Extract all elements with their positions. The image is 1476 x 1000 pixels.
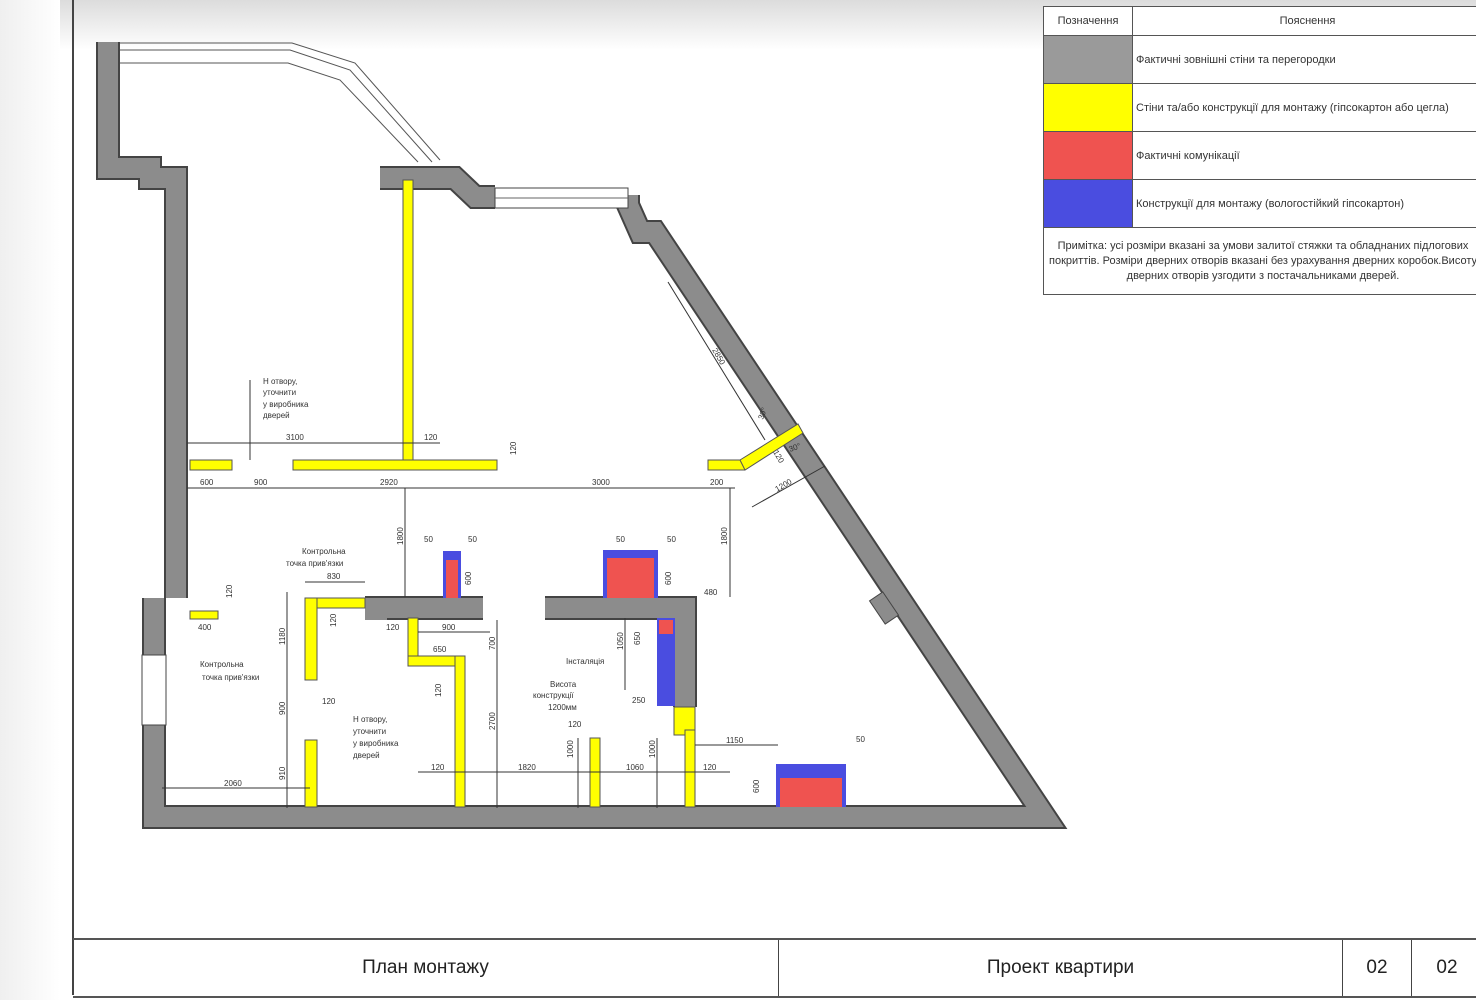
dim-label: 910 (278, 766, 287, 780)
door-note-line: у виробника (263, 400, 309, 409)
dim-label: 700 (488, 636, 497, 650)
dim-label: 600 (752, 779, 761, 793)
dim-label: 120 (225, 584, 234, 598)
sheet-total: 02 (1436, 957, 1458, 978)
legend-note: Примітка: усі розміри вказані за умови з… (1043, 227, 1476, 295)
sheet-name: План монтажу (73, 940, 779, 996)
left-shade (0, 0, 60, 1000)
dim-label: 50 (856, 735, 865, 744)
dim-label: 120 (703, 763, 717, 772)
door-note-line: дверей (263, 411, 290, 420)
dim-label: 600 (464, 571, 473, 585)
dim-label: 120 (322, 697, 336, 706)
dim-label: 1000 (566, 740, 575, 758)
legend-swatch-gray (1043, 35, 1133, 84)
dim-label: 50 (468, 535, 477, 544)
dim-label: 30° (788, 441, 802, 454)
door-note-line: у виробника (353, 739, 399, 748)
dim-label: 50 (424, 535, 433, 544)
dim-label: 1000 (648, 740, 657, 758)
project-name: Проект квартири (779, 940, 1343, 996)
legend-header-symbol: Позначення (1043, 6, 1133, 36)
existing-walls (96, 42, 1068, 829)
dim-label: 650 (633, 631, 642, 645)
window-left (141, 654, 167, 726)
legend-swatch-blue (1043, 179, 1133, 228)
column (868, 591, 900, 625)
dim-label: 600 (200, 478, 214, 487)
dim-label: 1050 (616, 632, 625, 650)
dim-label: 3100 (286, 433, 304, 442)
dim-label: 650 (433, 645, 447, 654)
dim-label: 120 (431, 763, 445, 772)
dim-label: 1200 (774, 477, 794, 494)
height-note: 1200мм (548, 703, 577, 712)
dim-label: 120 (424, 433, 438, 442)
dim-label: 50 (667, 535, 676, 544)
legend-table: Позначення Пояснення Фактичні зовнішні с… (1043, 6, 1476, 295)
door-note: Н отвору, (263, 377, 297, 386)
dim-label: 1060 (626, 763, 644, 772)
dim-label: 200 (710, 478, 724, 487)
control-point-note: Контрольна (200, 660, 244, 669)
installation-note: Інсталяція (566, 657, 604, 666)
annotations: Н отвору, уточнити у виробника дверей Ко… (200, 377, 604, 760)
dim-label: 50 (616, 535, 625, 544)
height-note: конструкції (533, 691, 574, 700)
legend-desc: Фактичні зовнішні стіни та перегородки (1132, 35, 1476, 84)
dim-label: 1180 (278, 627, 287, 645)
door-note-line: Н отвору, (353, 715, 387, 724)
communication-boxes (443, 550, 846, 807)
dim-label: 120 (568, 720, 582, 729)
dim-label: 400 (198, 623, 212, 632)
control-point-note: точка прив'язки (286, 559, 343, 568)
dim-label: 1820 (518, 763, 536, 772)
dim-label: 120 (509, 441, 518, 455)
dim-label: 120 (771, 449, 786, 466)
dim-label: 2060 (224, 779, 242, 788)
balcony-glazing (120, 42, 441, 163)
height-note: Висота (550, 680, 577, 689)
dim-label: 2920 (380, 478, 398, 487)
dim-label: 250 (632, 696, 646, 705)
dim-label: 1150 (726, 736, 744, 745)
sheet-number: 02 (1343, 940, 1412, 996)
dim-label: 830 (327, 572, 341, 581)
title-block: План монтажу Проект квартири 02 02 (73, 938, 1476, 998)
dim-label: 120 (386, 623, 400, 632)
dimension-labels: 3100 120 120 600 900 2920 3000 200 2850 … (198, 347, 865, 794)
dim-label: 120 (329, 613, 338, 627)
legend-swatch-red (1043, 131, 1133, 180)
dim-label: 480 (704, 588, 718, 597)
legend-desc: Стіни та/або конструкції для монтажу (гі… (1132, 83, 1476, 132)
dim-label: 2700 (488, 712, 497, 730)
dim-label: 900 (442, 623, 456, 632)
legend-swatch-yellow (1043, 83, 1133, 132)
door-note-line: дверей (353, 751, 380, 760)
dim-label: 3000 (592, 478, 610, 487)
dim-label: 900 (254, 478, 268, 487)
dim-label: 600 (664, 571, 673, 585)
control-point-note: Контрольна (302, 547, 346, 556)
dim-label: 900 (278, 701, 287, 715)
dim-label: 30° (756, 406, 769, 420)
dim-label: 1800 (720, 527, 729, 545)
legend-header-desc: Пояснення (1132, 6, 1476, 36)
door-note-line: уточнити (263, 388, 296, 397)
dim-label: 1800 (396, 527, 405, 545)
legend-desc: Фактичні комунікації (1132, 131, 1476, 180)
dim-label: 120 (434, 683, 443, 697)
door-note-line: уточнити (353, 727, 386, 736)
control-point-note: точка прив'язки (202, 673, 259, 682)
dimension-lines (162, 281, 826, 808)
legend-desc: Конструкції для монтажу (вологостійкий г… (1132, 179, 1476, 228)
